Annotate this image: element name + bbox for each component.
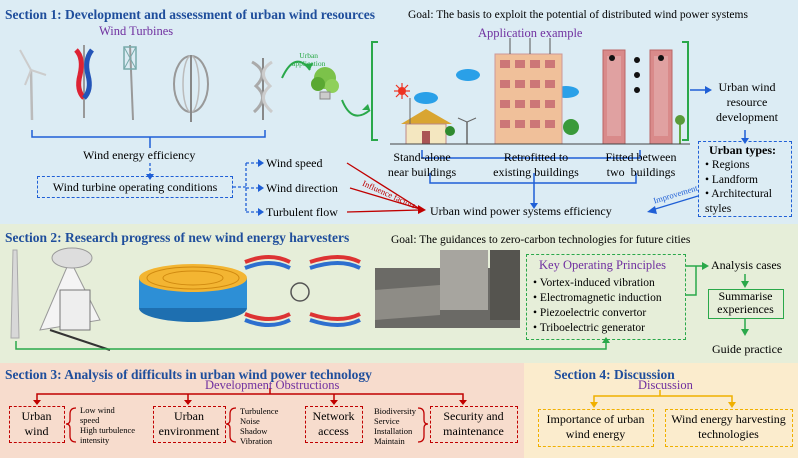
section2-goal: Goal: The guidances to zero-carbon techn… bbox=[391, 234, 691, 246]
retrofit-building-image bbox=[494, 38, 563, 145]
principles-title: Key Operating Principles bbox=[539, 258, 667, 272]
building-type-fitted: Fitted between two buildings bbox=[605, 150, 677, 179]
condition-wind-speed: Wind speed bbox=[266, 156, 323, 170]
flow-guide-practice: Guide practice bbox=[712, 342, 783, 356]
principle-item: • Vortex-induced vibration bbox=[533, 277, 655, 289]
urban-application-label: Urban application bbox=[292, 51, 326, 68]
summarise-box: Summarise experiences bbox=[708, 289, 784, 319]
urban-application-icon bbox=[311, 67, 339, 100]
network-access-box: Network access bbox=[305, 406, 363, 443]
importance-box: Importance of urban wind energy bbox=[538, 409, 654, 447]
urban-environment-box: Urban environment bbox=[153, 406, 226, 443]
section4-subtitle: Discussion bbox=[638, 378, 693, 392]
urban-environment-details: Turbulence Noise Shadow Vibration bbox=[240, 406, 279, 446]
section2-title: Section 2: Research progress of new wind… bbox=[5, 230, 350, 245]
operating-conditions-label: Wind turbine operating conditions bbox=[52, 180, 218, 194]
section3-title: Section 3: Analysis of difficults in urb… bbox=[5, 367, 372, 382]
section4-panel bbox=[524, 363, 798, 458]
darrieus-turbine-image bbox=[173, 55, 209, 122]
wind-harvester-device-image bbox=[39, 247, 111, 351]
security-maintenance-box: Security and maintenance bbox=[430, 406, 518, 443]
triboelectric-disc-image bbox=[139, 264, 247, 322]
principles-box: Key Operating Principles • Vortex-induce… bbox=[526, 254, 686, 340]
wind-energy-efficiency: Wind energy efficiency bbox=[83, 148, 196, 162]
section1-title: Section 1: Development and assessment of… bbox=[5, 7, 376, 22]
network-access-label: Network access bbox=[312, 409, 355, 438]
urban-types-title: Urban types: bbox=[709, 143, 777, 157]
urban-type-item: • Regions bbox=[705, 159, 750, 171]
condition-turbulent-flow: Turbulent flow bbox=[266, 205, 338, 219]
network-access-details: Biodiversity Service Installation Mainta… bbox=[374, 406, 417, 446]
urban-wind-label: Urban wind bbox=[21, 409, 52, 438]
importance-label: Importance of urban wind energy bbox=[546, 412, 645, 441]
application-example-label: Application example bbox=[478, 26, 583, 40]
section4-title: Section 4: Discussion bbox=[554, 367, 675, 382]
section1-goal: Goal: The basis to exploit the potential… bbox=[408, 9, 748, 21]
system-efficiency-label: Urban wind power systems efficiency bbox=[430, 204, 612, 218]
urban-type-item: • Architectural styles bbox=[705, 188, 772, 215]
condition-wind-direction: Wind direction bbox=[266, 181, 338, 195]
helical-turbine-image bbox=[251, 58, 274, 120]
piezo-beam-cycle-image bbox=[244, 255, 361, 327]
urban-type-item: • Landform bbox=[705, 173, 758, 186]
flow-analysis-cases: Analysis cases bbox=[711, 258, 782, 272]
building-type-standalone: Stand-alone near buildings bbox=[387, 150, 457, 179]
security-maintenance-label: Security and maintenance bbox=[443, 409, 504, 438]
twin-tower-image bbox=[602, 49, 673, 145]
principles-list: • Vortex-induced vibration • Electromagn… bbox=[533, 276, 662, 336]
harvesting-label: Wind energy harvesting technologies bbox=[671, 412, 786, 441]
principle-item: • Triboelectric generator bbox=[533, 322, 645, 334]
hawt-turbine-image bbox=[19, 49, 47, 121]
urban-wind-box: Urban wind bbox=[9, 406, 65, 443]
building-type-retrofitted: Retrofitted to existing buildings bbox=[493, 150, 579, 179]
tower-turbine-image bbox=[123, 44, 137, 121]
operating-conditions-box: Wind turbine operating conditions bbox=[37, 176, 233, 198]
urban-environment-label: Urban environment bbox=[158, 409, 220, 438]
vortex-mast-image bbox=[10, 249, 20, 339]
flow-summarise: Summarise experiences bbox=[717, 289, 774, 316]
urban-types-list: • Regions • Landform • Architectural sty… bbox=[705, 158, 772, 216]
house-image bbox=[401, 98, 452, 145]
savonius-turbine-image bbox=[74, 45, 95, 118]
resource-development-label: Urban wind resource development bbox=[716, 80, 778, 124]
principle-item: • Piezoelectric convertor bbox=[533, 307, 647, 319]
harvesting-box: Wind energy harvesting technologies bbox=[665, 409, 793, 447]
wind-turbines-label: Wind Turbines bbox=[99, 24, 174, 38]
urban-types-box: Urban types: • Regions • Landform • Arch… bbox=[698, 141, 792, 217]
principle-item: • Electromagnetic induction bbox=[533, 292, 662, 304]
wind-tunnel-image bbox=[375, 250, 520, 328]
urban-wind-details: Low wind speed High turbulence intensity bbox=[80, 405, 135, 445]
section3-subtitle: Development Obstructions bbox=[205, 378, 340, 392]
